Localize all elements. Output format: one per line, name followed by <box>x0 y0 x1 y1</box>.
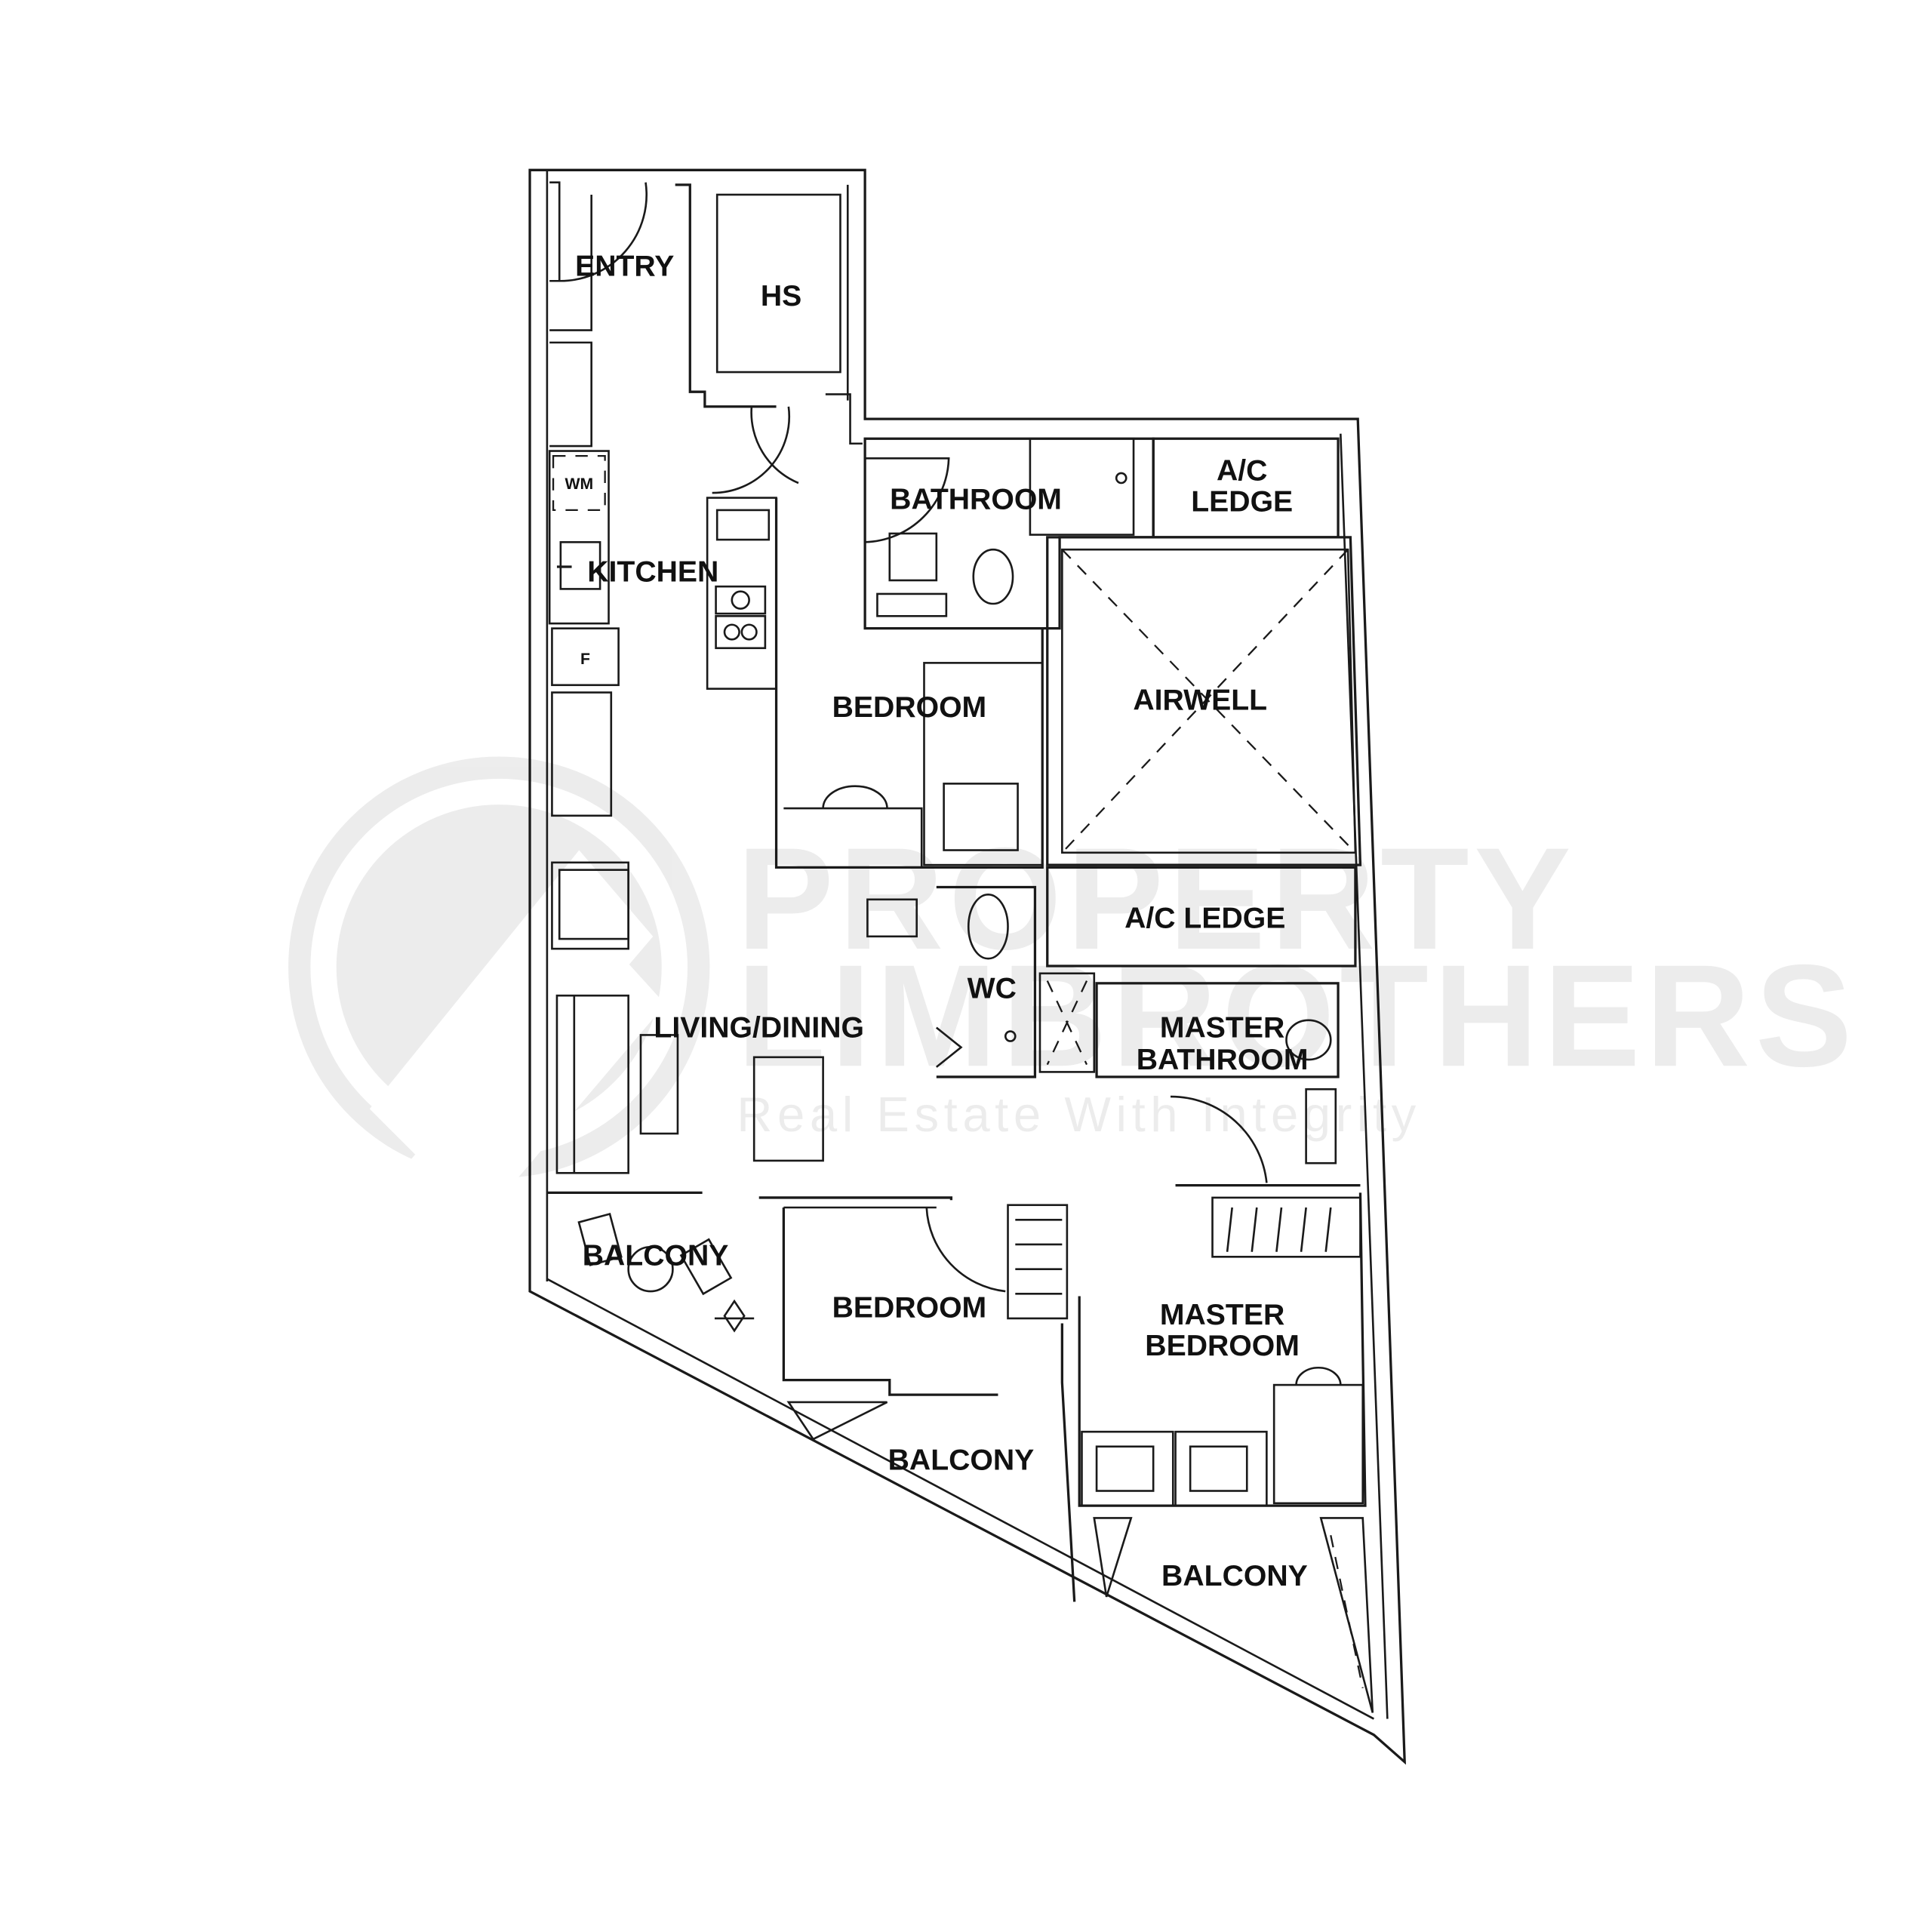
room-label-hs: HS <box>761 280 801 312</box>
living-dining: LIVING/DINING <box>551 861 864 1174</box>
fixture-label-fridge: F <box>580 651 590 668</box>
room-label-wc: WC <box>968 972 1017 1004</box>
master-bedroom: MASTER BEDROOM <box>1078 1183 1367 1507</box>
room-label-master-bathroom-2: BATHROOM <box>1137 1044 1309 1076</box>
room-label-master-bathroom-1: MASTER <box>1160 1012 1284 1044</box>
room-label-ac-ledge-top-1: A/C <box>1217 455 1267 488</box>
room-label-bedroom-2: BEDROOM <box>832 1291 987 1324</box>
fixture-label-wm: WM <box>565 475 593 493</box>
bedroom-1: BEDROOM <box>774 497 1044 869</box>
balcony-master: BALCONY <box>1093 1517 1374 1713</box>
balcony-living: BALCONY <box>546 1191 755 1333</box>
ac-ledge-mid: A/C LEDGE <box>1046 866 1357 968</box>
room-label-kitchen: KITCHEN <box>587 556 718 589</box>
outer-walls <box>528 168 1406 1765</box>
master-bathroom: MASTER BATHROOM <box>1038 972 1340 1183</box>
watermark-logo-icon <box>288 756 710 1208</box>
bedroom-2: BEDROOM <box>758 1196 1076 1602</box>
ac-ledge-top: A/C LEDGE <box>1152 437 1340 539</box>
room-label-master-bedroom-2: BEDROOM <box>1145 1330 1300 1362</box>
room-label-entry: ENTRY <box>575 251 674 283</box>
room-label-airwell: AIRWELL <box>1133 684 1267 716</box>
room-label-balcony-bedroom: BALCONY <box>888 1444 1035 1477</box>
room-label-master-bedroom-1: MASTER <box>1160 1299 1284 1331</box>
room-label-ac-ledge-mid: A/C LEDGE <box>1124 902 1285 934</box>
entry-area: ENTRY HS <box>549 181 863 494</box>
airwell: AIRWELL <box>1046 536 1362 866</box>
room-label-balcony-master: BALCONY <box>1161 1560 1308 1592</box>
room-label-bedroom-1: BEDROOM <box>832 691 987 724</box>
watermark-tagline: Real Estate With Integrity <box>737 1087 1421 1142</box>
room-label-ac-ledge-top-2: LEDGE <box>1191 486 1293 518</box>
watermark-line2: LIMBROTHERS <box>737 934 1857 1097</box>
room-label-balcony-living: BALCONY <box>583 1240 729 1272</box>
watermark: PROPERTY LIMBROTHERS Real Estate With In… <box>288 756 1857 1208</box>
room-label-bathroom: BATHROOM <box>890 483 1062 515</box>
room-label-living-dining: LIVING/DINING <box>654 1012 864 1044</box>
wc: WC <box>866 885 1037 1078</box>
balcony-bedroom: BALCONY <box>888 1444 1035 1477</box>
kitchen: WM F KITCHEN <box>548 450 777 817</box>
